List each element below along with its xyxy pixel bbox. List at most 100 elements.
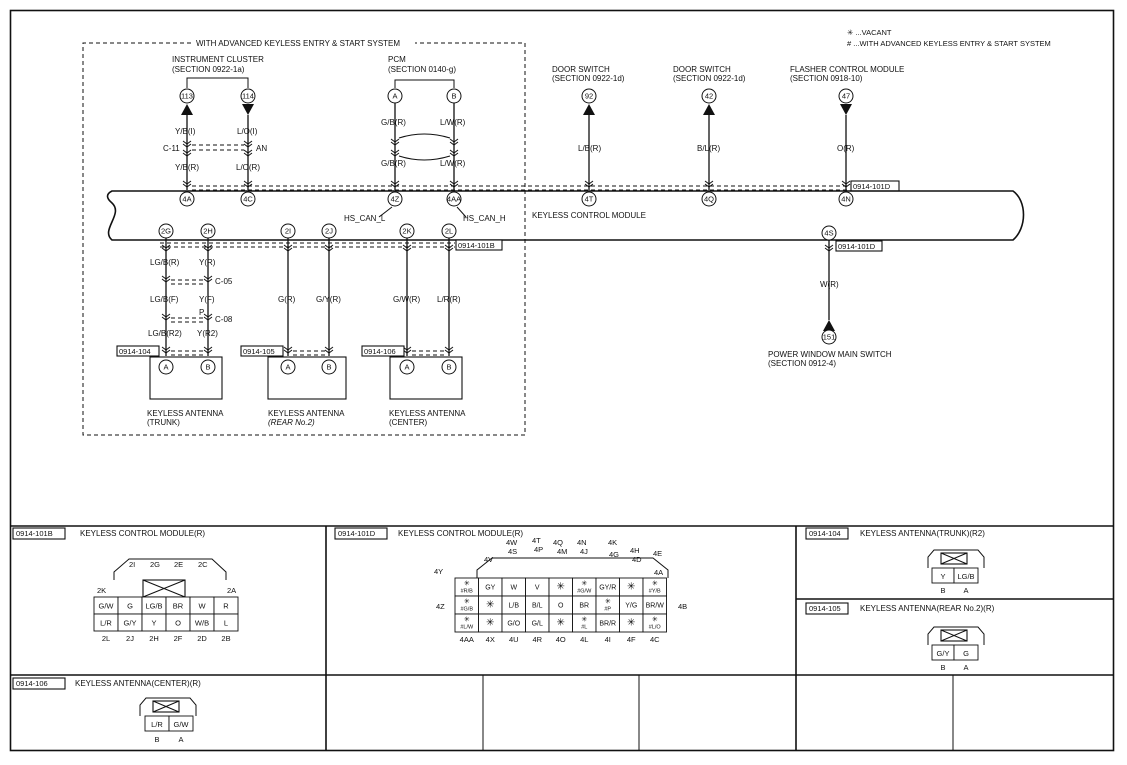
pin-top-label: 4P [534, 545, 543, 554]
instrument-cluster-section: (SECTION 0922-1a) [172, 65, 245, 74]
pin-label: 2G [161, 227, 171, 236]
wire-label: LG/B(R) [150, 258, 180, 267]
antenna-name: KEYLESS ANTENNA [147, 409, 224, 418]
kcm-name: KEYLESS CONTROL MODULE [532, 211, 646, 220]
panel-title: KEYLESS CONTROL MODULE(R) [398, 529, 523, 538]
pin-top-label: 4N [577, 538, 587, 547]
cell-wire-sub: #Y/B [649, 589, 661, 595]
cell-wire: R [223, 602, 229, 611]
pin-top-label: 4V [484, 555, 493, 564]
output-arrow-icon [583, 104, 595, 115]
wire-label: L/W(R) [440, 159, 466, 168]
pin-label: 4Z [391, 195, 400, 204]
kcm-top-pins: 4A 4C 4Z 4AA 4T 4Q 4N [179, 180, 854, 207]
door-switch-2-section: (SECTION 0922-1d) [673, 74, 746, 83]
door-switch-1-section: (SECTION 0922-1d) [552, 74, 625, 83]
panel-code: 0914-105 [809, 604, 841, 613]
pin-bottom-label: 4X [486, 635, 495, 644]
pin-label: 4A [182, 195, 191, 204]
pin-side-label: 2A [227, 586, 236, 595]
pin-label: 4N [841, 195, 851, 204]
cell-wire-sub: #L/O [649, 625, 662, 631]
wire-label: L/O(R) [236, 163, 260, 172]
antenna-rear-no2: 0914-105 A B KEYLESS ANTENNA (REAR No.2) [240, 345, 347, 427]
cell-pin: B [154, 735, 159, 744]
ref-92: 92 [585, 92, 593, 101]
panel-0914-101b: 0914-101B KEYLESS CONTROL MODULE(R) 2I 2… [12, 527, 239, 643]
pin-top-label: 4M [557, 547, 567, 556]
panel-0914-104: 0914-104 KEYLESS ANTENNA(TRUNK)(R2) Y LG… [805, 527, 985, 595]
antenna-sub: (TRUNK) [147, 418, 180, 427]
wire-label: Y(R) [199, 258, 216, 267]
cell-wire: G/Y [937, 649, 950, 658]
cell-wire: GY/R [599, 585, 616, 592]
ref-circle-113 [179, 88, 195, 104]
pin-top-label: 2G [150, 560, 160, 569]
flasher-control-module: FLASHER CONTROL MODULE (SECTION 0918-10)… [790, 65, 904, 115]
cell-wire: BR [173, 602, 184, 611]
connector-p: P [199, 308, 204, 317]
pin-label: 4S [824, 229, 833, 238]
pin-bottom-label: 2F [174, 634, 183, 643]
pin-bottom-label: 4C [650, 635, 660, 644]
input-arrow-icon [242, 104, 254, 115]
panel-code: 0914-106 [16, 679, 48, 688]
wire-label: W(R) [820, 280, 839, 289]
antenna-pin-b: B [446, 363, 451, 372]
cell-wire: BR/R [599, 621, 616, 628]
cell-wire: G [127, 602, 133, 611]
cell-wire: BR/W [646, 603, 665, 610]
door-switch-1: DOOR SWITCH (SECTION 0922-1d) 92 [552, 65, 625, 115]
antenna-pin-a: A [285, 363, 290, 372]
wire-label: G/Y(R) [316, 295, 341, 304]
ref-114: 114 [242, 92, 254, 101]
cell-wire: L/B [508, 603, 519, 610]
pin-label: 4T [585, 195, 594, 204]
pin-top-label: 2I [129, 560, 135, 569]
pin-label: 2I [285, 227, 291, 236]
connector-cell [642, 613, 667, 633]
ref-151: 151 [823, 333, 836, 342]
pin-top-label: 4J [580, 547, 588, 556]
instrument-cluster: INSTRUMENT CLUSTER (SECTION 0922-1a) 113… [172, 55, 264, 115]
cell-wire: W [510, 585, 517, 592]
kcm-bottom-pins: 2G 2H 2I 2J 2K 2L 4S [158, 223, 837, 241]
pin-bottom-label: 4L [580, 635, 588, 644]
panel-0914-106: 0914-106 KEYLESS ANTENNA(CENTER)(R) L/R … [12, 677, 201, 744]
cell-pin: B [940, 663, 945, 672]
connector-an: AN [256, 144, 267, 153]
panel-title: KEYLESS ANTENNA(REAR No.2)(R) [860, 604, 995, 613]
door-switch-1-name: DOOR SWITCH [552, 65, 610, 74]
cell-wire: LG/B [957, 572, 974, 581]
cell-wire: O [558, 603, 564, 610]
cell-wire: ✳ [464, 616, 470, 624]
cell-wire: ✳ [627, 582, 635, 593]
cell-wire: G/W [99, 602, 115, 611]
pin-label: 2K [402, 227, 411, 236]
ref-47: 47 [842, 92, 850, 101]
wire-label: G(R) [278, 295, 296, 304]
cell-wire: V [535, 585, 540, 592]
cell-wire-sub: #L/W [460, 625, 474, 631]
pin-bottom-label: 4R [532, 635, 542, 644]
wire-label: B/L(R) [697, 144, 720, 153]
pcm-name: PCM [388, 55, 406, 64]
pin-top-label: 4W [506, 538, 518, 547]
pin-top-label: 4T [532, 536, 541, 545]
panel-0914-101d: 0914-101D KEYLESS CONTROL MODULE(R) 4Z 4… [334, 527, 687, 644]
cell-wire: B/L [532, 603, 543, 610]
cell-wire: G/O [507, 621, 520, 628]
flasher-name: FLASHER CONTROL MODULE [790, 65, 904, 74]
cell-wire: ✳ [652, 580, 658, 588]
antenna-center: 0914-106 A B KEYLESS ANTENNA (CENTER) [361, 345, 466, 427]
cell-wire: ✳ [464, 580, 470, 588]
output-arrow-icon [823, 320, 835, 331]
cell-wire: ✳ [652, 616, 658, 624]
antenna-name: KEYLESS ANTENNA [389, 409, 466, 418]
ref-circle-42 [701, 88, 717, 104]
connector-code-101d-top: 0914-101D [853, 182, 891, 191]
panel-title: KEYLESS ANTENNA(TRUNK)(R2) [860, 529, 985, 538]
wire-label: L/W(R) [440, 118, 466, 127]
legend-vacant: ✳ ...VACANT [847, 28, 892, 37]
cell-wire: ✳ [486, 600, 494, 611]
